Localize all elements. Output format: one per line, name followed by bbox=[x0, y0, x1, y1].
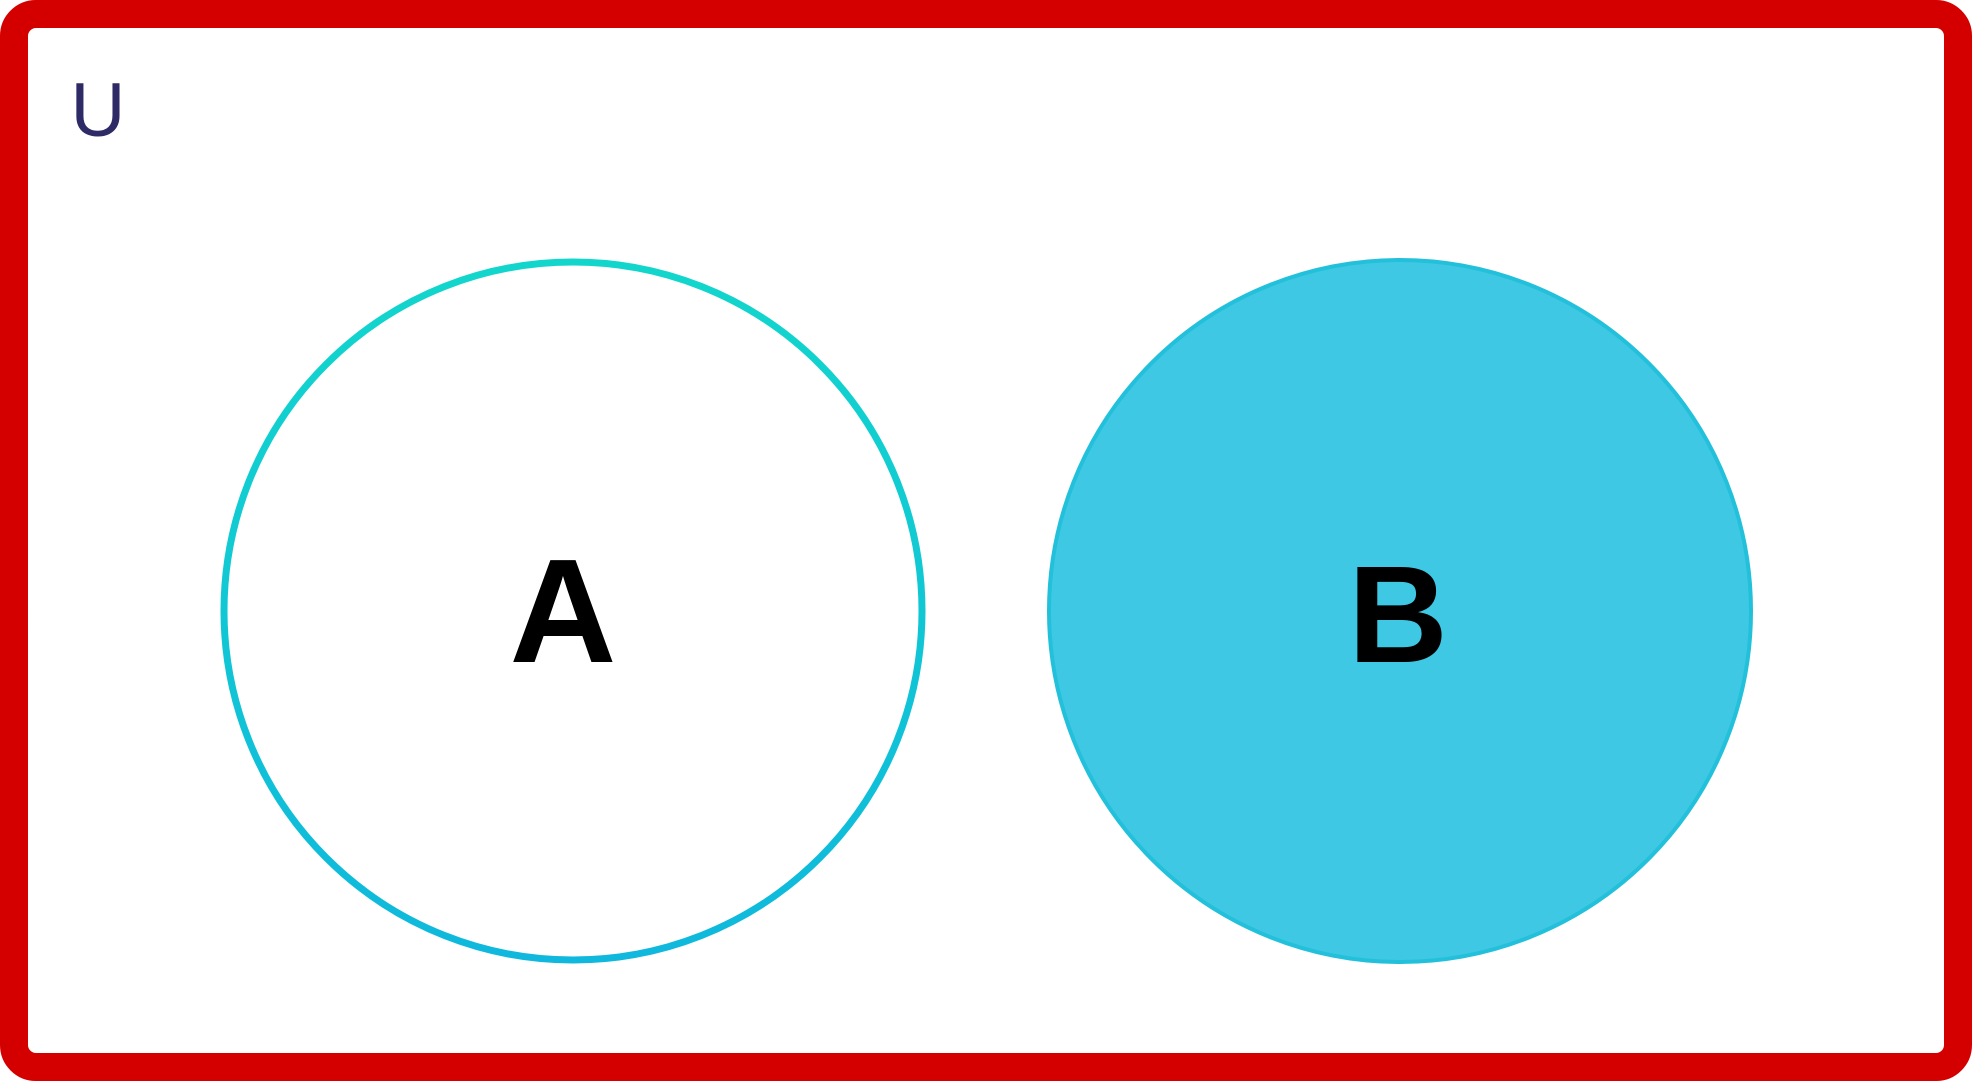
set-a-circle bbox=[220, 258, 926, 964]
set-a-label: A bbox=[510, 529, 617, 694]
set-b-circle bbox=[1047, 258, 1753, 964]
set-b-label: B bbox=[1348, 538, 1448, 692]
universe-label: U bbox=[71, 68, 126, 153]
